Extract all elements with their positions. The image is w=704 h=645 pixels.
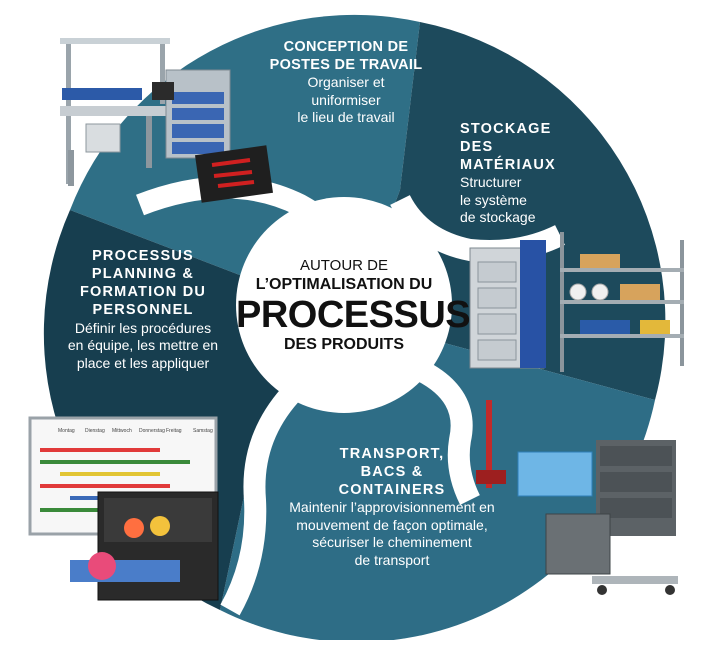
workstation-title-1: CONCEPTION DE: [283, 39, 409, 55]
storage-title-3: MATÉRIAUX: [460, 157, 556, 174]
planner-day-label: Samstag: [193, 428, 213, 434]
planning-title-1: PROCESSUS: [92, 248, 194, 264]
transport-body-4: de transport: [354, 551, 430, 568]
center-text: AUTOUR DE L’OPTIMALISATION DU PROCESSUS …: [236, 257, 471, 355]
workstation-text: CONCEPTION DE POSTES DE TRAVAIL Organise…: [246, 38, 446, 127]
shelving-illustration: [469, 232, 684, 372]
planning-title-3: FORMATION DU: [79, 284, 207, 301]
workstation-illustration: [60, 38, 273, 203]
storage-body-2: le système: [460, 191, 527, 208]
planning-body-3: place et les appliquer: [76, 354, 210, 371]
storage-title-1: STOCKAGE: [460, 121, 552, 137]
center-line1: AUTOUR DE: [299, 257, 389, 274]
storage-body-1: Structurer: [460, 174, 522, 191]
planning-body-2: en équipe, les mettre en: [67, 337, 219, 353]
planner-day-label: Freitag: [166, 428, 182, 434]
workstation-title-2: POSTES DE TRAVAIL: [269, 57, 423, 74]
center-line4: DES PRODUITS: [283, 336, 404, 353]
storage-body-3: de stockage: [460, 209, 536, 226]
planner-day-label: Donnerstag: [139, 428, 165, 434]
workstation-body-2: uniformiser: [311, 91, 381, 108]
transport-body-2: mouvement de façon optimale,: [296, 516, 488, 533]
workstation-body-1: Organiser et: [307, 74, 385, 91]
planner-day-label: Dienstag: [85, 428, 105, 434]
planner-day-label: Mittwoch: [112, 428, 132, 434]
transport-illustration: [476, 400, 678, 595]
center-line3: PROCESSUS: [236, 294, 471, 336]
planner-day-label: Montag: [58, 428, 75, 434]
transport-text: TRANSPORT, BACS & CONTAINERS Maintenir l…: [262, 445, 522, 569]
planning-title-4: PERSONNEL: [92, 302, 194, 319]
planning-text: PROCESSUS PLANNING & FORMATION DU PERSON…: [48, 247, 238, 372]
center-line2: L’OPTIMALISATION DU: [255, 276, 433, 293]
storage-title-2: DES: [460, 139, 494, 156]
transport-title-2: BACS &: [360, 464, 424, 481]
center-circle: [236, 197, 452, 413]
planning-body-1: Définir les procédures: [74, 319, 212, 336]
planning-title-2: PLANNING &: [91, 266, 195, 283]
transport-title-1: TRANSPORT,: [339, 446, 445, 462]
storage-text: STOCKAGE DES MATÉRIAUX Structurer le sys…: [460, 120, 600, 227]
transport-title-3: CONTAINERS: [338, 482, 446, 499]
workstation-body-3: le lieu de travail: [297, 109, 395, 126]
transport-body-3: sécuriser le cheminement: [312, 534, 472, 551]
transport-body-1: Maintenir l’approvisionnement en: [289, 499, 495, 516]
